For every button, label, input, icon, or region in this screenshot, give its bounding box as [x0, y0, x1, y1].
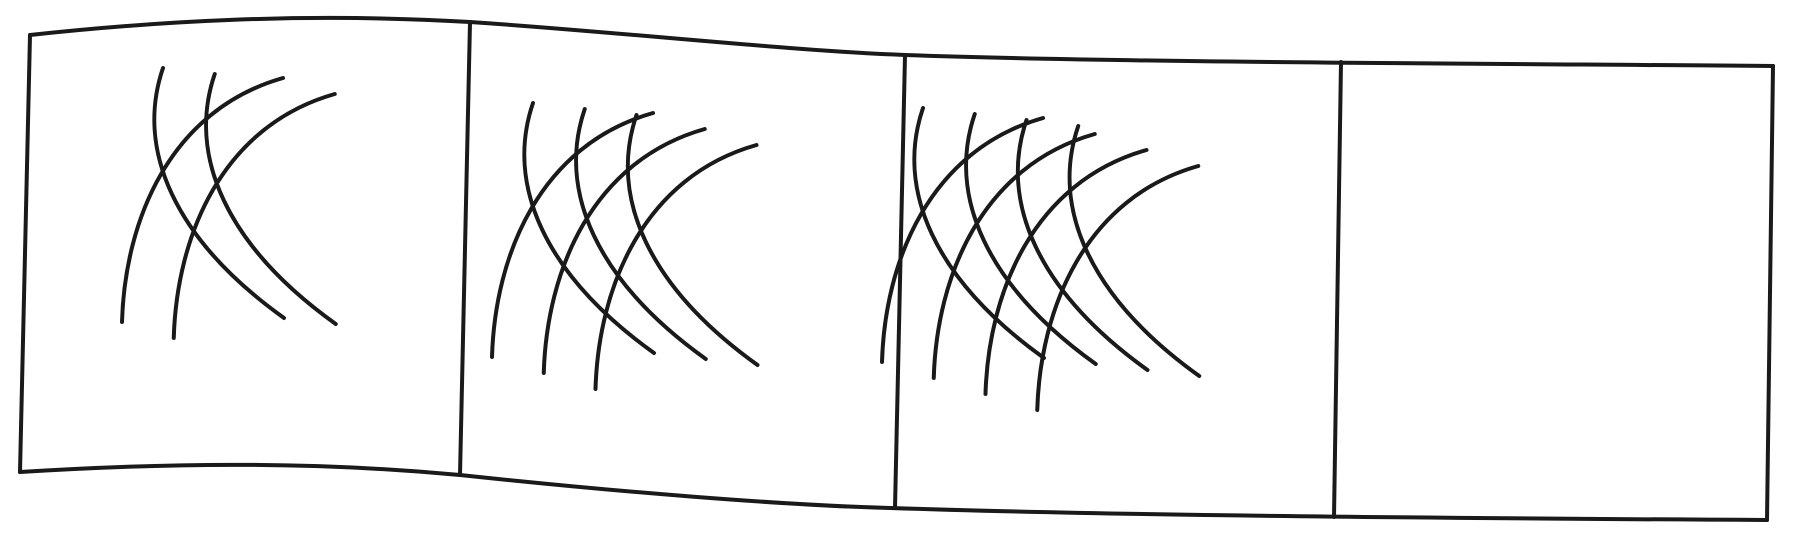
panel-3-arc-a-1 — [880, 116, 1045, 364]
panel-2-arc-a-1 — [490, 111, 655, 359]
strip-bottom-edge — [18, 462, 1769, 522]
panel-2-arc-b-1 — [522, 101, 656, 355]
panel-3-arc-b-1 — [912, 106, 1046, 360]
strip-right-edge — [1765, 64, 1775, 522]
panel-3-arc-b-2 — [964, 112, 1098, 366]
panel-3-arc-b-3 — [1015, 118, 1150, 372]
panel-3-arc-a-3 — [983, 148, 1149, 396]
panel-divider-3 — [1332, 60, 1343, 519]
panel-3-arc-a-2 — [931, 132, 1097, 380]
panel-2 — [490, 101, 760, 391]
panel-2-arc-b-2 — [574, 107, 708, 361]
panel-1 — [120, 66, 338, 340]
panel-2-arc-a-2 — [541, 127, 707, 375]
panel-2-arc-a-3 — [593, 143, 759, 391]
panel-divider-1 — [458, 20, 472, 477]
panel-3-arc-b-4 — [1067, 124, 1202, 378]
panel-1-arc-a-1 — [120, 76, 285, 324]
panel-divider-2 — [893, 53, 907, 510]
panel-1-arc-b-2 — [204, 72, 338, 326]
panel-2-arc-b-3 — [625, 113, 760, 367]
panel-1-arc-b-1 — [152, 66, 286, 320]
panel-3-arc-a-4 — [1035, 164, 1201, 412]
strip-left-edge — [18, 33, 32, 474]
strip-top-edge — [28, 15, 1775, 68]
panel-1-arc-a-2 — [171, 92, 337, 340]
panel-3 — [880, 106, 1202, 412]
